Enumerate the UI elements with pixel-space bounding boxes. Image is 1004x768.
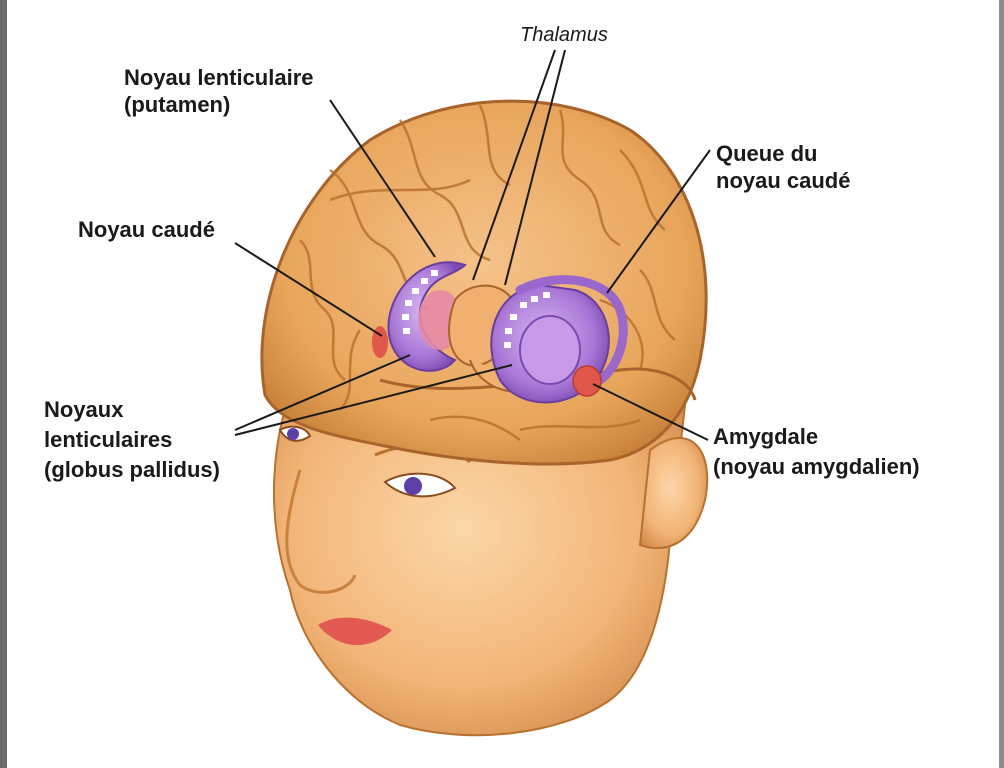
amygdala <box>573 366 601 396</box>
label-globus-pallidus-line2: lenticulaires <box>44 425 220 455</box>
label-caudate-text: Noyau caudé <box>78 216 215 243</box>
label-putamen-line2: (putamen) <box>124 91 314 118</box>
label-amygdala-line2: (noyau amygdalien) <box>713 452 920 482</box>
label-caudate-tail-line2: noyau caudé <box>716 167 850 194</box>
label-globus-pallidus-line1: Noyaux <box>44 395 220 425</box>
label-amygdala: Amygdale (noyau amygdalien) <box>713 422 920 482</box>
label-thalamus: Thalamus <box>520 22 608 49</box>
label-globus-pallidus-line3: (globus pallidus) <box>44 455 220 485</box>
label-amygdala-line1: Amygdale <box>713 422 920 452</box>
label-putamen-line1: Noyau lenticulaire <box>124 64 314 91</box>
label-globus-pallidus: Noyaux lenticulaires (globus pallidus) <box>44 395 220 485</box>
ear <box>640 438 707 548</box>
label-caudate-tail-line1: Queue du <box>716 140 850 167</box>
label-putamen: Noyau lenticulaire (putamen) <box>124 64 314 118</box>
label-caudate-tail: Queue du noyau caudé <box>716 140 850 194</box>
label-thalamus-text: Thalamus <box>520 22 608 49</box>
brain <box>262 101 706 464</box>
label-caudate: Noyau caudé <box>78 216 215 243</box>
